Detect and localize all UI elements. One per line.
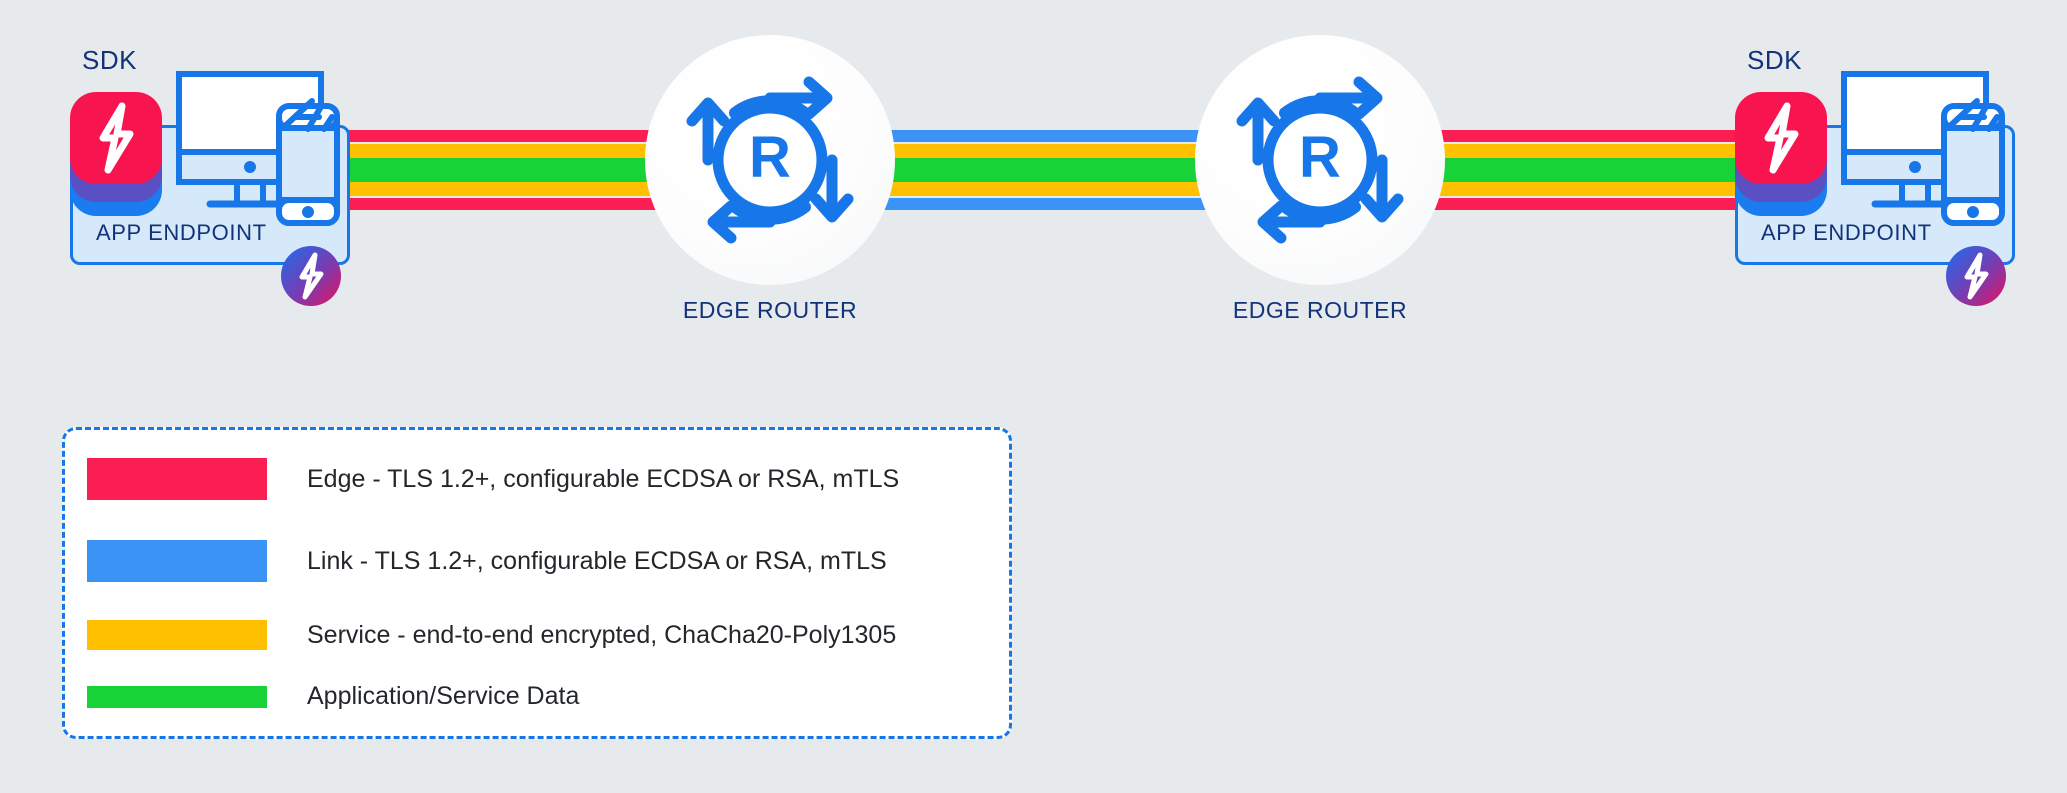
router-right[interactable]: R EDGE ROUTER xyxy=(1195,35,1445,335)
openziti-bolt-icon[interactable] xyxy=(1945,245,2007,307)
router-left-label: EDGE ROUTER xyxy=(682,297,858,323)
legend-swatch-service xyxy=(87,620,267,650)
signal-ticks-icon xyxy=(281,98,335,132)
lightning-bolt-icon xyxy=(1764,102,1799,174)
router-disc xyxy=(645,35,895,285)
router-right-label: EDGE ROUTER xyxy=(1232,297,1408,323)
stripe-service-orange-bottom xyxy=(820,182,1290,196)
lightning-bolt-icon xyxy=(99,102,134,174)
legend-panel: Edge - TLS 1.2+, configurable ECDSA or R… xyxy=(62,427,1012,739)
legend-swatch-link xyxy=(87,540,267,582)
signal-ticks-icon xyxy=(1946,98,2000,132)
router-arrows-icon: R xyxy=(686,76,854,244)
legend-label: Edge - TLS 1.2+, configurable ECDSA or R… xyxy=(307,464,900,493)
router-left[interactable]: R EDGE ROUTER xyxy=(645,35,895,335)
router-arrows-icon: R xyxy=(1236,76,1404,244)
legend-row: Link - TLS 1.2+, configurable ECDSA or R… xyxy=(87,540,887,582)
endpoint-left-label: APP ENDPOINT xyxy=(96,220,267,245)
svg-text:R: R xyxy=(1299,125,1341,190)
pipe-link-middle xyxy=(820,130,1290,210)
openziti-bolt-icon[interactable] xyxy=(280,245,342,307)
svg-text:R: R xyxy=(749,125,791,190)
sdk-stack-bolt-icon xyxy=(60,88,172,216)
sdk-label-right: SDK xyxy=(1747,45,1802,75)
legend-row: Service - end-to-end encrypted, ChaCha20… xyxy=(87,620,896,650)
endpoint-right[interactable]: SDK APP ENDPOINT xyxy=(1725,40,2065,306)
sdk-stack-bolt-icon xyxy=(1725,88,1837,216)
stripe-link-blue-bottom xyxy=(820,198,1290,210)
router-disc xyxy=(1195,35,1445,285)
legend-row: Edge - TLS 1.2+, configurable ECDSA or R… xyxy=(87,458,899,500)
legend-label: Service - end-to-end encrypted, ChaCha20… xyxy=(307,620,897,649)
endpoint-right-label: APP ENDPOINT xyxy=(1761,220,1932,245)
endpoint-left[interactable]: SDK APP ENDPOINT xyxy=(60,40,400,306)
legend-swatch-data xyxy=(87,685,267,708)
legend-row: Application/Service Data xyxy=(87,682,579,711)
legend-swatch-edge xyxy=(87,458,267,500)
sdk-label-left: SDK xyxy=(82,45,137,75)
legend-label: Link - TLS 1.2+, configurable ECDSA or R… xyxy=(307,546,887,575)
stripe-service-orange-top xyxy=(820,144,1290,158)
legend-label: Application/Service Data xyxy=(307,682,580,710)
stripe-link-blue-top xyxy=(820,130,1290,142)
